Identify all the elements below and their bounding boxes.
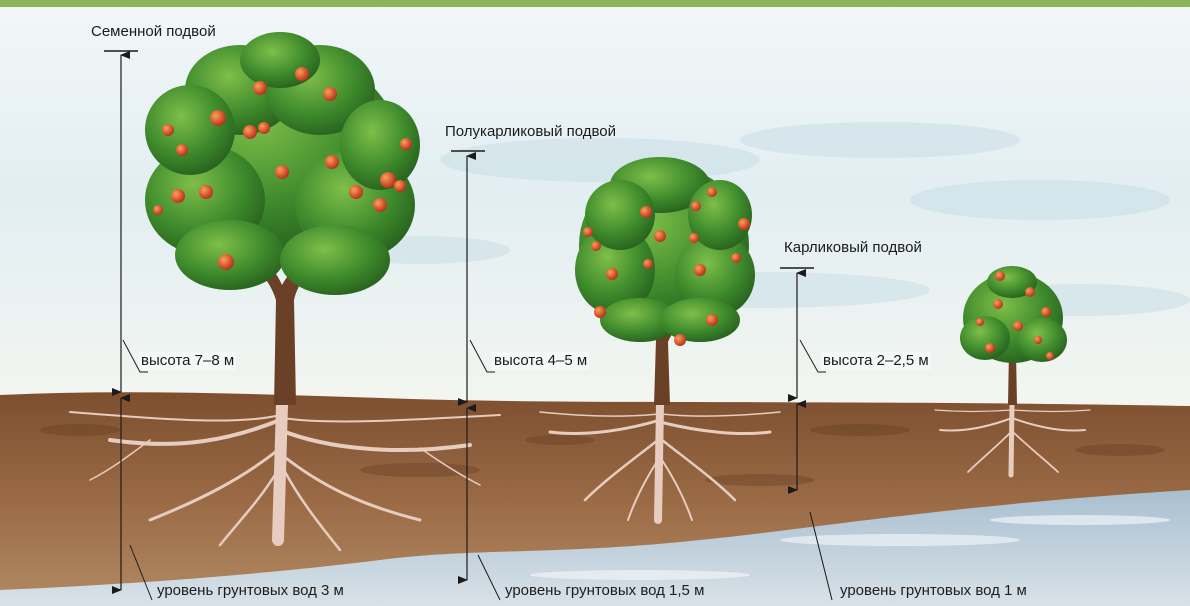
tree-seed-height: высота 7–8 м: [139, 352, 236, 370]
tree-semidwarf-title: Полукарликовый подвой: [445, 123, 616, 141]
tree-seed-title: Семенной подвой: [91, 23, 216, 41]
tree-dwarf-height: высота 2–2,5 м: [821, 352, 931, 370]
tree-semidwarf-groundwater: уровень грунтовых вод 1,5 м: [505, 582, 704, 600]
tree-dwarf-groundwater: уровень грунтовых вод 1 м: [840, 582, 1027, 600]
tree-seed-groundwater: уровень грунтовых вод 3 м: [157, 582, 344, 600]
tree-semidwarf-height: высота 4–5 м: [492, 352, 589, 370]
top-bar: [0, 0, 1190, 7]
tree-dwarf-title: Карликовый подвой: [784, 239, 922, 257]
